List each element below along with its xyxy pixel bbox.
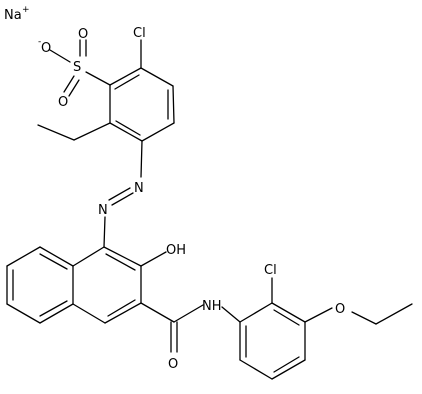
bond-ring-a-3 <box>172 85 175 124</box>
bond-carbonyl-nh <box>173 304 204 323</box>
bond-ring-a-inner-3 <box>115 120 141 136</box>
bond-ring-b-inner-2 <box>273 356 300 373</box>
bond-ch2-ch3 <box>375 303 413 325</box>
bond-ring-b-1 <box>239 302 273 323</box>
bond-ring-b-5 <box>239 359 273 380</box>
bond-naph-l-2 <box>6 246 41 267</box>
bond-naph-r-3 <box>104 302 142 324</box>
bond-ethyl-2 <box>37 124 75 141</box>
hydroxyl-label: OH <box>166 243 186 258</box>
sulfonate-o-bottom-label: O <box>58 95 68 110</box>
bond-naph-r-4 <box>72 303 106 324</box>
sodium-label: Na <box>4 8 22 23</box>
bond-ring-a-4 <box>141 122 175 142</box>
azo-n1-label: N <box>134 181 144 196</box>
sulfonate-o-minus-label: O <box>41 41 51 56</box>
bond-azo-double-a <box>111 192 134 206</box>
bond-ethyl-1 <box>73 122 111 141</box>
atom-labels: Na + - O S O O Cl N N OH NH O Cl O <box>4 5 345 372</box>
bond-o-ch2 <box>351 311 377 325</box>
bond-naph-l-1 <box>39 246 74 267</box>
bond-naph-l-inner-1 <box>39 253 68 270</box>
bond-c-s <box>85 71 111 86</box>
bond-naph-r-inner-2 <box>107 299 136 317</box>
bond-s-o-minus <box>49 49 71 63</box>
bond-azo-c <box>103 216 106 248</box>
bond-naph-l-inner-3 <box>39 300 68 317</box>
bond-nh-ring <box>221 306 241 323</box>
sodium-charge: + <box>22 5 30 15</box>
bond-naph-r-inner-1 <box>105 253 136 271</box>
bond-azo-double-b <box>108 187 131 201</box>
amide-nh-label: NH <box>202 299 222 314</box>
bond-c-o-ether <box>304 307 333 323</box>
bond-s-o-bottom-a <box>63 75 75 93</box>
bond-ring-b-2 <box>271 302 306 323</box>
bonds <box>6 39 413 380</box>
bond-naph-l-5 <box>39 303 74 324</box>
bond-ring-a-2 <box>140 67 174 87</box>
azo-n2-label: N <box>98 203 108 218</box>
bond-ring-b-inner-1 <box>273 309 300 326</box>
amide-o-label: O <box>168 357 178 372</box>
bond-c-carbonyl <box>140 302 175 323</box>
ether-o-label: O <box>335 302 345 317</box>
sulfur-label: S <box>73 60 81 75</box>
bond-ring-a-5 <box>109 122 143 142</box>
bond-c-azo <box>140 140 143 178</box>
sulfonate-o-top-label: O <box>78 27 88 42</box>
bond-naph-r-1 <box>103 246 142 267</box>
bond-ring-b-4 <box>271 359 306 380</box>
bond-ring-a-inner-1 <box>114 74 140 90</box>
bond-naph-r-6 <box>72 246 105 267</box>
bond-naph-l-4 <box>6 303 41 324</box>
bond-c-oh <box>140 251 167 267</box>
chlorine-top-label: Cl <box>133 26 146 41</box>
bond-s-o-bottom-b <box>68 79 80 97</box>
chlorine-bottom-label: Cl <box>264 263 277 278</box>
bond-ring-a-1 <box>109 67 142 86</box>
sulfonate-o-charge: - <box>38 37 41 47</box>
